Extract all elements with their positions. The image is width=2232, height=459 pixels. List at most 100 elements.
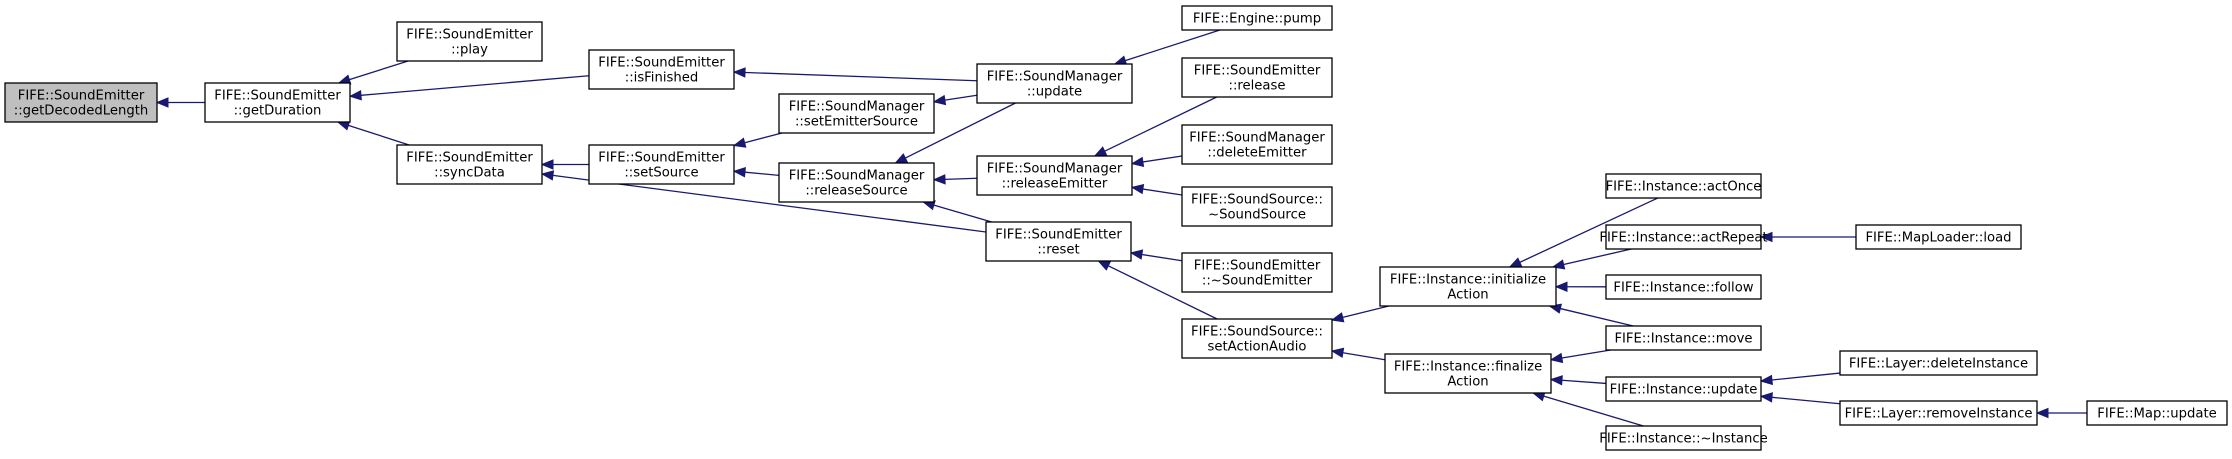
arrowhead-icon <box>1554 281 1568 292</box>
edge-line <box>744 132 783 144</box>
edge-line <box>905 102 1016 159</box>
arrowhead-icon <box>732 137 747 148</box>
node-box <box>4 82 158 123</box>
edge-line <box>348 124 410 146</box>
graph-node[interactable]: FIFE::SoundEmitter::reset <box>985 221 1132 262</box>
node-label: FIFE::Instance::follow <box>1613 281 1753 296</box>
node-box <box>1181 252 1333 293</box>
graph-node[interactable]: FIFE::SoundEmitter::getDuration <box>204 82 351 123</box>
node-label: ::isFinished <box>625 71 698 86</box>
graph-edge <box>1330 305 1390 323</box>
arrowhead-icon <box>1508 257 1523 268</box>
graph-node[interactable]: FIFE::MapLoader::load <box>1855 224 2022 250</box>
graph-node[interactable]: FIFE::SoundEmitter::release <box>1181 57 1333 98</box>
node-label: FIFE::SoundEmitter <box>406 28 533 43</box>
graph-node[interactable]: FIFE::SoundSource::~SoundSource <box>1181 186 1333 227</box>
graph-node[interactable]: FIFE::Instance::actOnce <box>1605 173 1762 199</box>
graph-node[interactable]: FIFE::SoundSource::setActionAudio <box>1181 318 1333 359</box>
node-label: ::getDecodedLength <box>14 104 148 119</box>
graph-node[interactable]: FIFE::SoundEmitter::getDecodedLength <box>4 82 158 123</box>
arrowhead-icon <box>894 153 909 164</box>
edge-line <box>1142 155 1183 163</box>
graph-edge <box>155 97 205 108</box>
graph-node[interactable]: FIFE::SoundManager::releaseSource <box>778 162 935 203</box>
edge-line <box>1342 352 1386 361</box>
graph-node[interactable]: FIFE::SoundEmitter::syncData <box>396 144 543 185</box>
graph-edge <box>932 174 978 185</box>
node-label: FIFE::Instance::update <box>1610 383 1758 398</box>
graph-node[interactable]: FIFE::SoundEmitter::play <box>396 21 543 62</box>
graph-edge <box>1129 249 1183 262</box>
node-box <box>976 155 1133 196</box>
arrowhead-icon <box>1330 347 1345 358</box>
node-label: FIFE::SoundEmitter <box>18 89 145 104</box>
node-label: ::play <box>451 43 488 58</box>
graph-node[interactable]: FIFE::SoundManager::deleteEmitter <box>1181 124 1333 165</box>
graph-node[interactable]: FIFE::Instance::update <box>1605 376 1762 402</box>
node-box <box>1181 318 1333 359</box>
node-label: Action <box>1447 375 1488 390</box>
graph-node[interactable]: FIFE::Instance::follow <box>1605 274 1762 300</box>
node-label: ::~SoundEmitter <box>1202 274 1313 289</box>
edges-layer <box>155 29 2087 427</box>
graph-node[interactable]: FIFE::SoundManager::update <box>976 63 1133 104</box>
node-label: FIFE::SoundEmitter <box>406 151 533 166</box>
edge-line <box>1563 248 1632 266</box>
node-box <box>1605 425 1762 451</box>
edge-line <box>349 60 409 81</box>
graph-node[interactable]: FIFE::SoundManager::setEmitterSource <box>778 93 935 134</box>
node-label: ::release <box>1229 79 1286 94</box>
graph-node[interactable]: FIFE::Instance::~Instance <box>1599 425 1768 451</box>
node-box <box>1181 5 1333 31</box>
graph-edge <box>732 167 780 178</box>
node-box <box>1605 325 1762 351</box>
edge-line <box>944 177 978 181</box>
arrowhead-icon <box>1759 392 1773 403</box>
node-box <box>588 49 735 90</box>
edge-line <box>552 174 987 233</box>
arrowhead-icon <box>732 167 746 178</box>
node-label: FIFE::SoundManager <box>789 100 925 115</box>
node-box <box>1839 400 2038 426</box>
graph-node[interactable]: FIFE::Layer::deleteInstance <box>1839 350 2038 376</box>
edge-line <box>1142 188 1183 196</box>
graph-node[interactable]: FIFE::Instance::move <box>1605 325 1762 351</box>
node-box <box>1855 224 2022 250</box>
node-label: ::deleteEmitter <box>1207 146 1307 161</box>
graph-edge <box>732 132 783 148</box>
node-label: ::setSource <box>624 166 698 181</box>
graph-edge <box>2035 407 2087 419</box>
edge-line <box>1104 96 1217 152</box>
graph-node[interactable]: FIFE::SoundEmitter::~SoundEmitter <box>1181 252 1333 293</box>
node-label: FIFE::SoundManager <box>789 169 925 184</box>
node-box <box>396 144 543 185</box>
graph-node[interactable]: FIFE::SoundManager::releaseEmitter <box>976 155 1133 196</box>
graph-edge <box>1551 248 1632 270</box>
graph-node[interactable]: FIFE::Layer::removeInstance <box>1839 400 2038 426</box>
graph-edge <box>337 60 409 85</box>
graph-node[interactable]: FIFE::Instance::actRepeat <box>1599 224 1768 250</box>
node-box <box>1181 57 1333 98</box>
node-box <box>1605 224 1762 250</box>
graph-node[interactable]: FIFE::SoundEmitter::isFinished <box>588 49 735 90</box>
edge-line <box>1560 307 1634 327</box>
arrowhead-icon <box>540 159 554 170</box>
node-label: ::syncData <box>434 166 505 181</box>
graph-node[interactable]: FIFE::Engine::pump <box>1181 5 1333 31</box>
edge-line <box>1561 349 1611 359</box>
node-label: FIFE::SoundManager <box>987 162 1123 177</box>
node-label: FIFE::SoundEmitter <box>995 228 1122 243</box>
node-label: FIFE::Layer::removeInstance <box>1845 407 2033 422</box>
node-label: ::reset <box>1037 243 1079 258</box>
node-label: Action <box>1447 288 1488 303</box>
node-label: FIFE::SoundEmitter <box>214 89 341 104</box>
graph-node[interactable]: FIFE::Map::update <box>2086 400 2228 426</box>
graph-edge <box>1759 392 1841 405</box>
node-label: FIFE::Engine::pump <box>1193 12 1321 27</box>
node-box <box>1605 173 1762 199</box>
arrowhead-icon <box>1130 156 1145 168</box>
graph-node[interactable]: FIFE::SoundEmitter::setSource <box>588 144 735 185</box>
arrowhead-icon <box>1097 260 1112 271</box>
